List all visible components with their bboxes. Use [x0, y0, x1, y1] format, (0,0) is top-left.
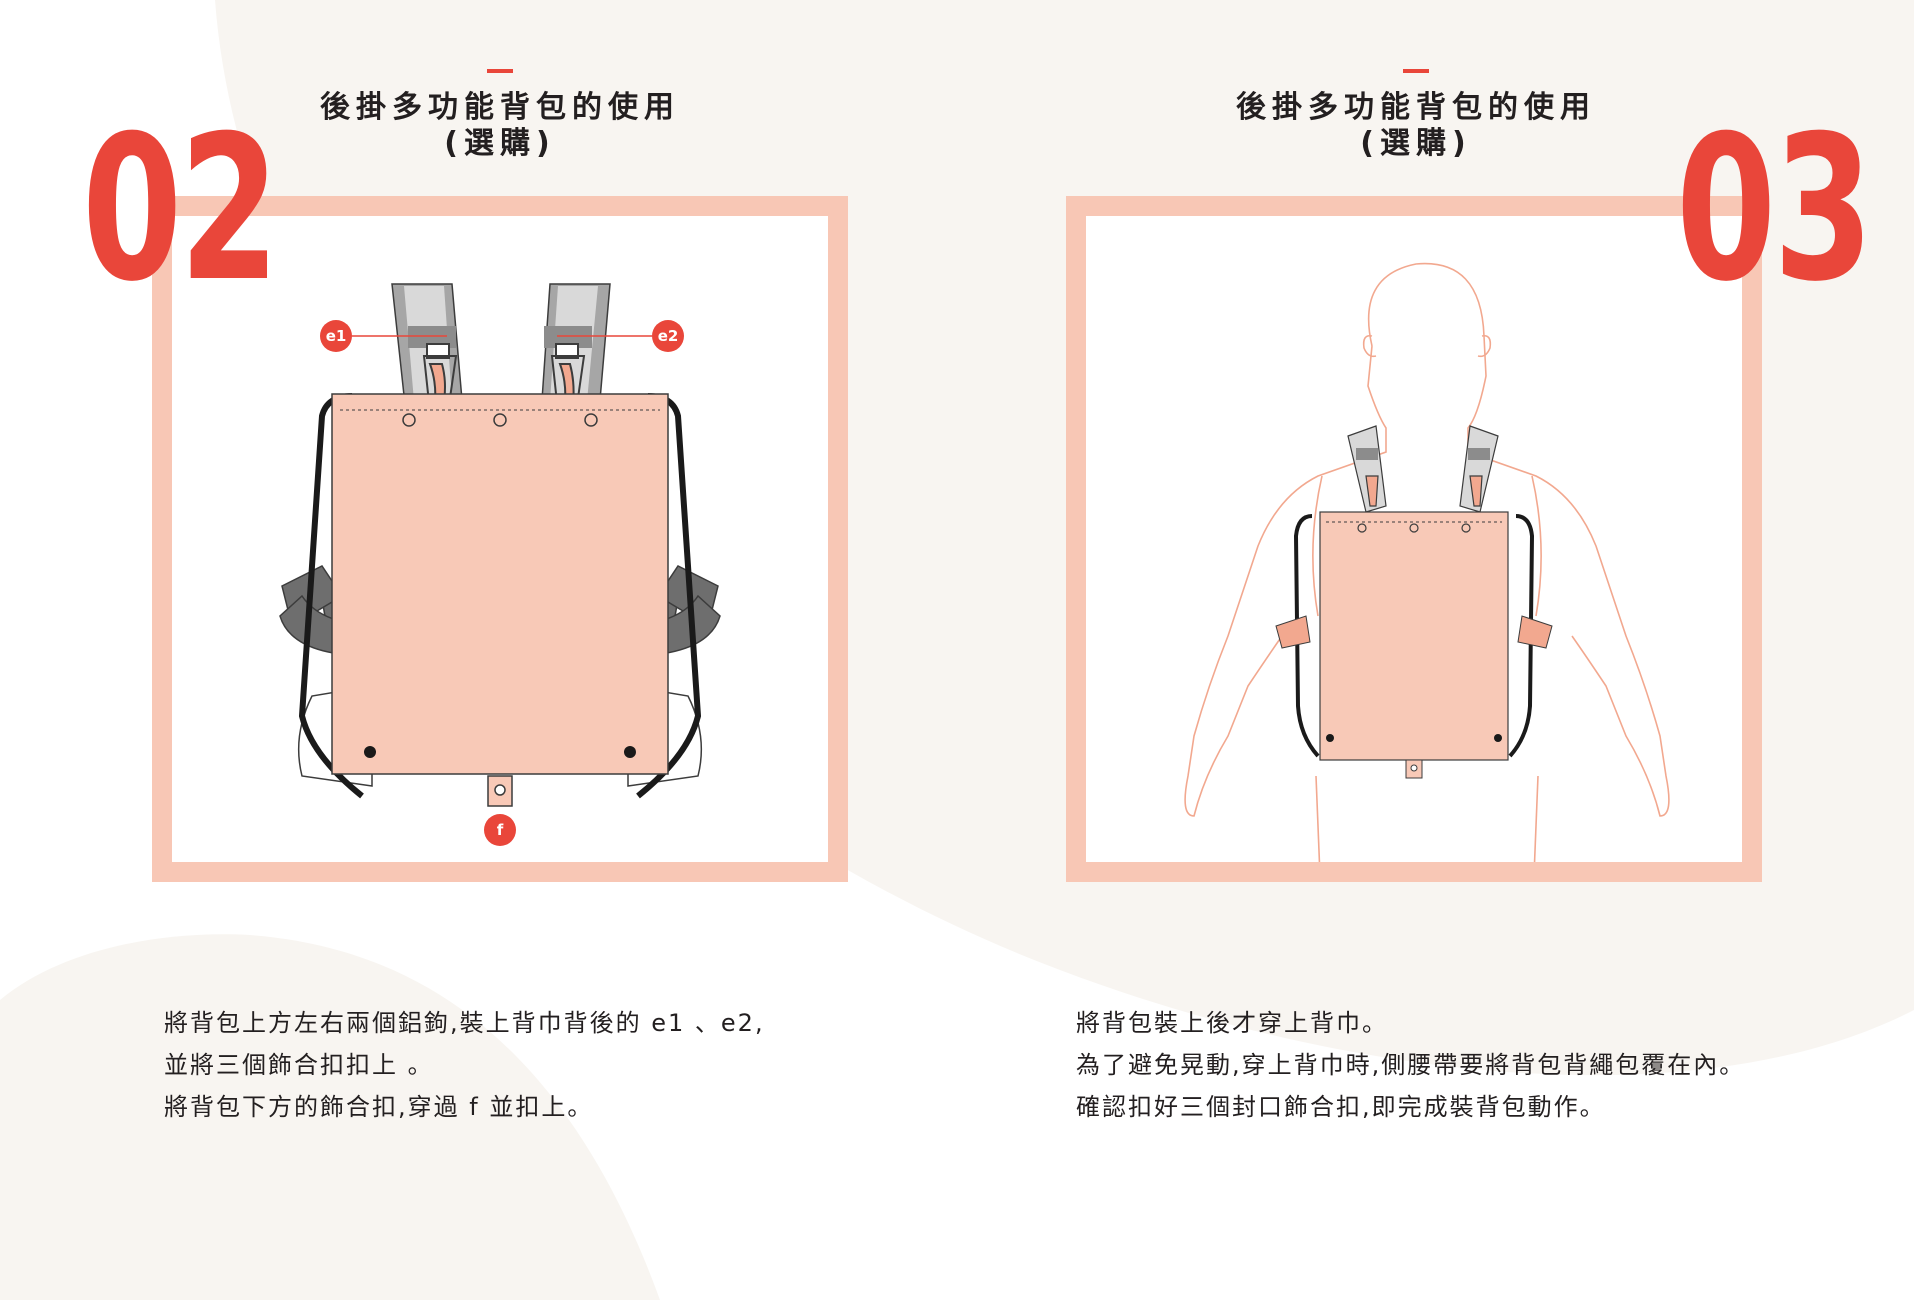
side-tab-left [1275, 615, 1311, 649]
title-dash [1403, 69, 1429, 73]
shoulder-strap-right [1459, 425, 1499, 513]
background-blob-bottom [0, 934, 660, 1300]
description-line: 確認扣好三個封口飾合扣,即完成裝背包動作。 [1076, 1093, 1606, 1121]
bottom-snap-tab [487, 775, 513, 807]
step-title-line2: (選購) [1360, 126, 1472, 161]
cord-end [1494, 734, 1502, 742]
snap-button [1409, 523, 1419, 533]
snap-button [493, 413, 507, 427]
cord-end [364, 746, 376, 758]
step-number: 02 [82, 93, 280, 326]
step-description: 將背包上方左右兩個鋁鉤,裝上背巾背後的 e1 、e2, 並將三個飾合扣扣上 。 … [164, 1002, 765, 1128]
shoulder-strap-left [1347, 425, 1387, 513]
svg-text:e2: e2 [658, 327, 679, 345]
label-e2: e2 [652, 320, 684, 352]
snap-button [402, 413, 416, 427]
description-line: 將背包上方左右兩個鋁鉤,裝上背巾背後的 e1 、e2, [164, 1009, 765, 1037]
snap-button [1357, 523, 1367, 533]
step-title: 後掛多功能背包的使用 (選購) [300, 90, 700, 162]
step-description: 將背包裝上後才穿上背巾。 為了避免晃動,穿上背巾時,側腰帶要將背包背繩包覆在內。… [1076, 1002, 1745, 1128]
side-tab-right [1517, 615, 1553, 649]
description-line: 並將三個飾合扣扣上 。 [164, 1051, 434, 1079]
step-title-line1: 後掛多功能背包的使用 [1236, 90, 1596, 125]
title-dash [487, 69, 513, 73]
illustration-frame [1066, 196, 1762, 882]
label-e1: e1 [320, 320, 352, 352]
bottom-snap-tab [1405, 759, 1423, 779]
svg-text:e1: e1 [326, 327, 347, 345]
backpack-body [1319, 511, 1509, 761]
backpack-attach-illustration: e1 e2 f [279, 283, 721, 846]
cord-end [1326, 734, 1334, 742]
step-number: 03 [1676, 93, 1874, 326]
backpack-body [331, 393, 669, 775]
step-title-line1: 後掛多功能背包的使用 [320, 90, 680, 125]
description-line: 為了避免晃動,穿上背巾時,側腰帶要將背包背繩包覆在內。 [1076, 1051, 1746, 1079]
cord-end [624, 746, 636, 758]
description-line: 將背包裝上後才穿上背巾。 [1076, 1009, 1388, 1037]
step-title: 後掛多功能背包的使用 (選購) [1216, 90, 1616, 162]
description-line: 將背包下方的飾合扣,穿過 f 並扣上。 [164, 1093, 594, 1121]
illustration-frame: e1 e2 f [152, 196, 848, 882]
snap-button [1461, 523, 1471, 533]
label-f: f [484, 814, 516, 846]
step-title-line2: (選購) [444, 126, 556, 161]
snap-button [584, 413, 598, 427]
wearing-backpack-illustration [1184, 262, 1670, 862]
svg-text:f: f [497, 821, 504, 839]
